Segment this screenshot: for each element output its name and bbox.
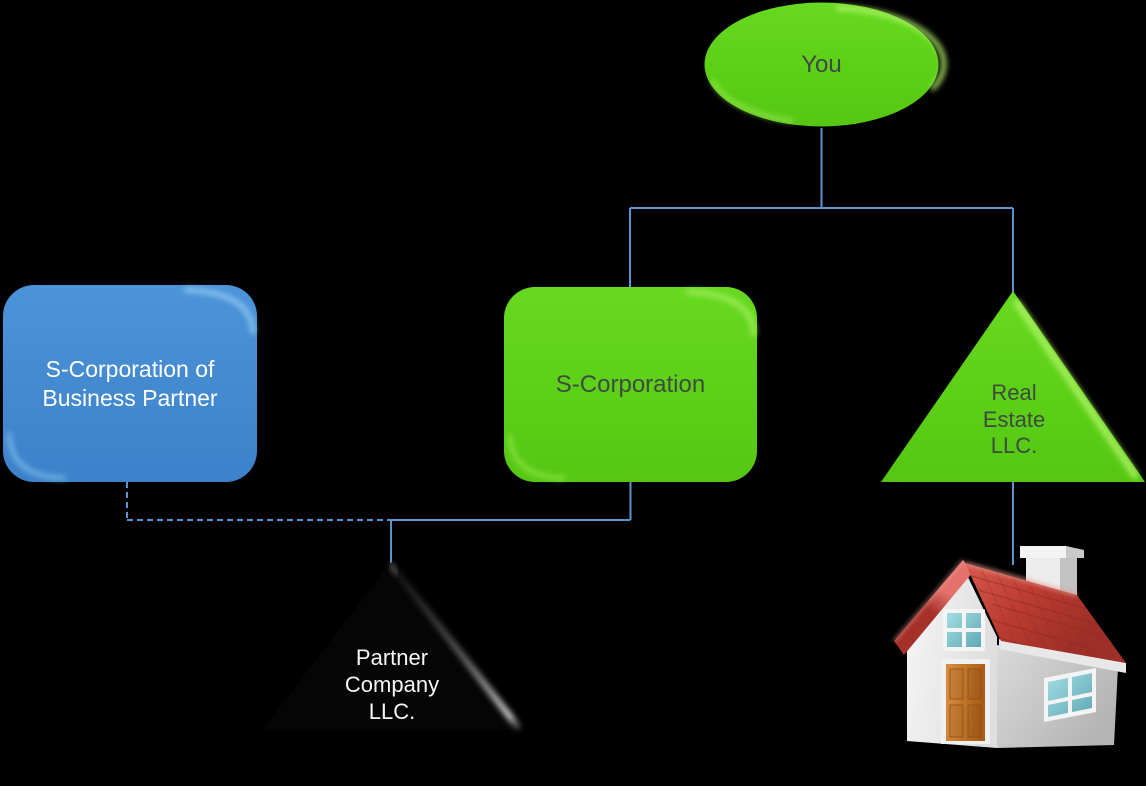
- connector-lines: [126, 128, 1014, 565]
- you-ellipse: [704, 2, 947, 127]
- house-side-window: [1044, 668, 1096, 722]
- house-roof: [893, 559, 1126, 663]
- house-roof-tiles: [971, 567, 1121, 663]
- real-estate-triangle: [881, 291, 1145, 482]
- house-fascia: [999, 639, 1126, 673]
- house-icon: [893, 546, 1126, 748]
- house-door: [941, 659, 990, 744]
- partner-scorp-rect: [3, 285, 257, 482]
- connector-dashed: [126, 482, 391, 521]
- partner-company-triangle: [261, 562, 525, 736]
- house-front-window: [943, 609, 985, 651]
- scorp-rect: [504, 287, 757, 482]
